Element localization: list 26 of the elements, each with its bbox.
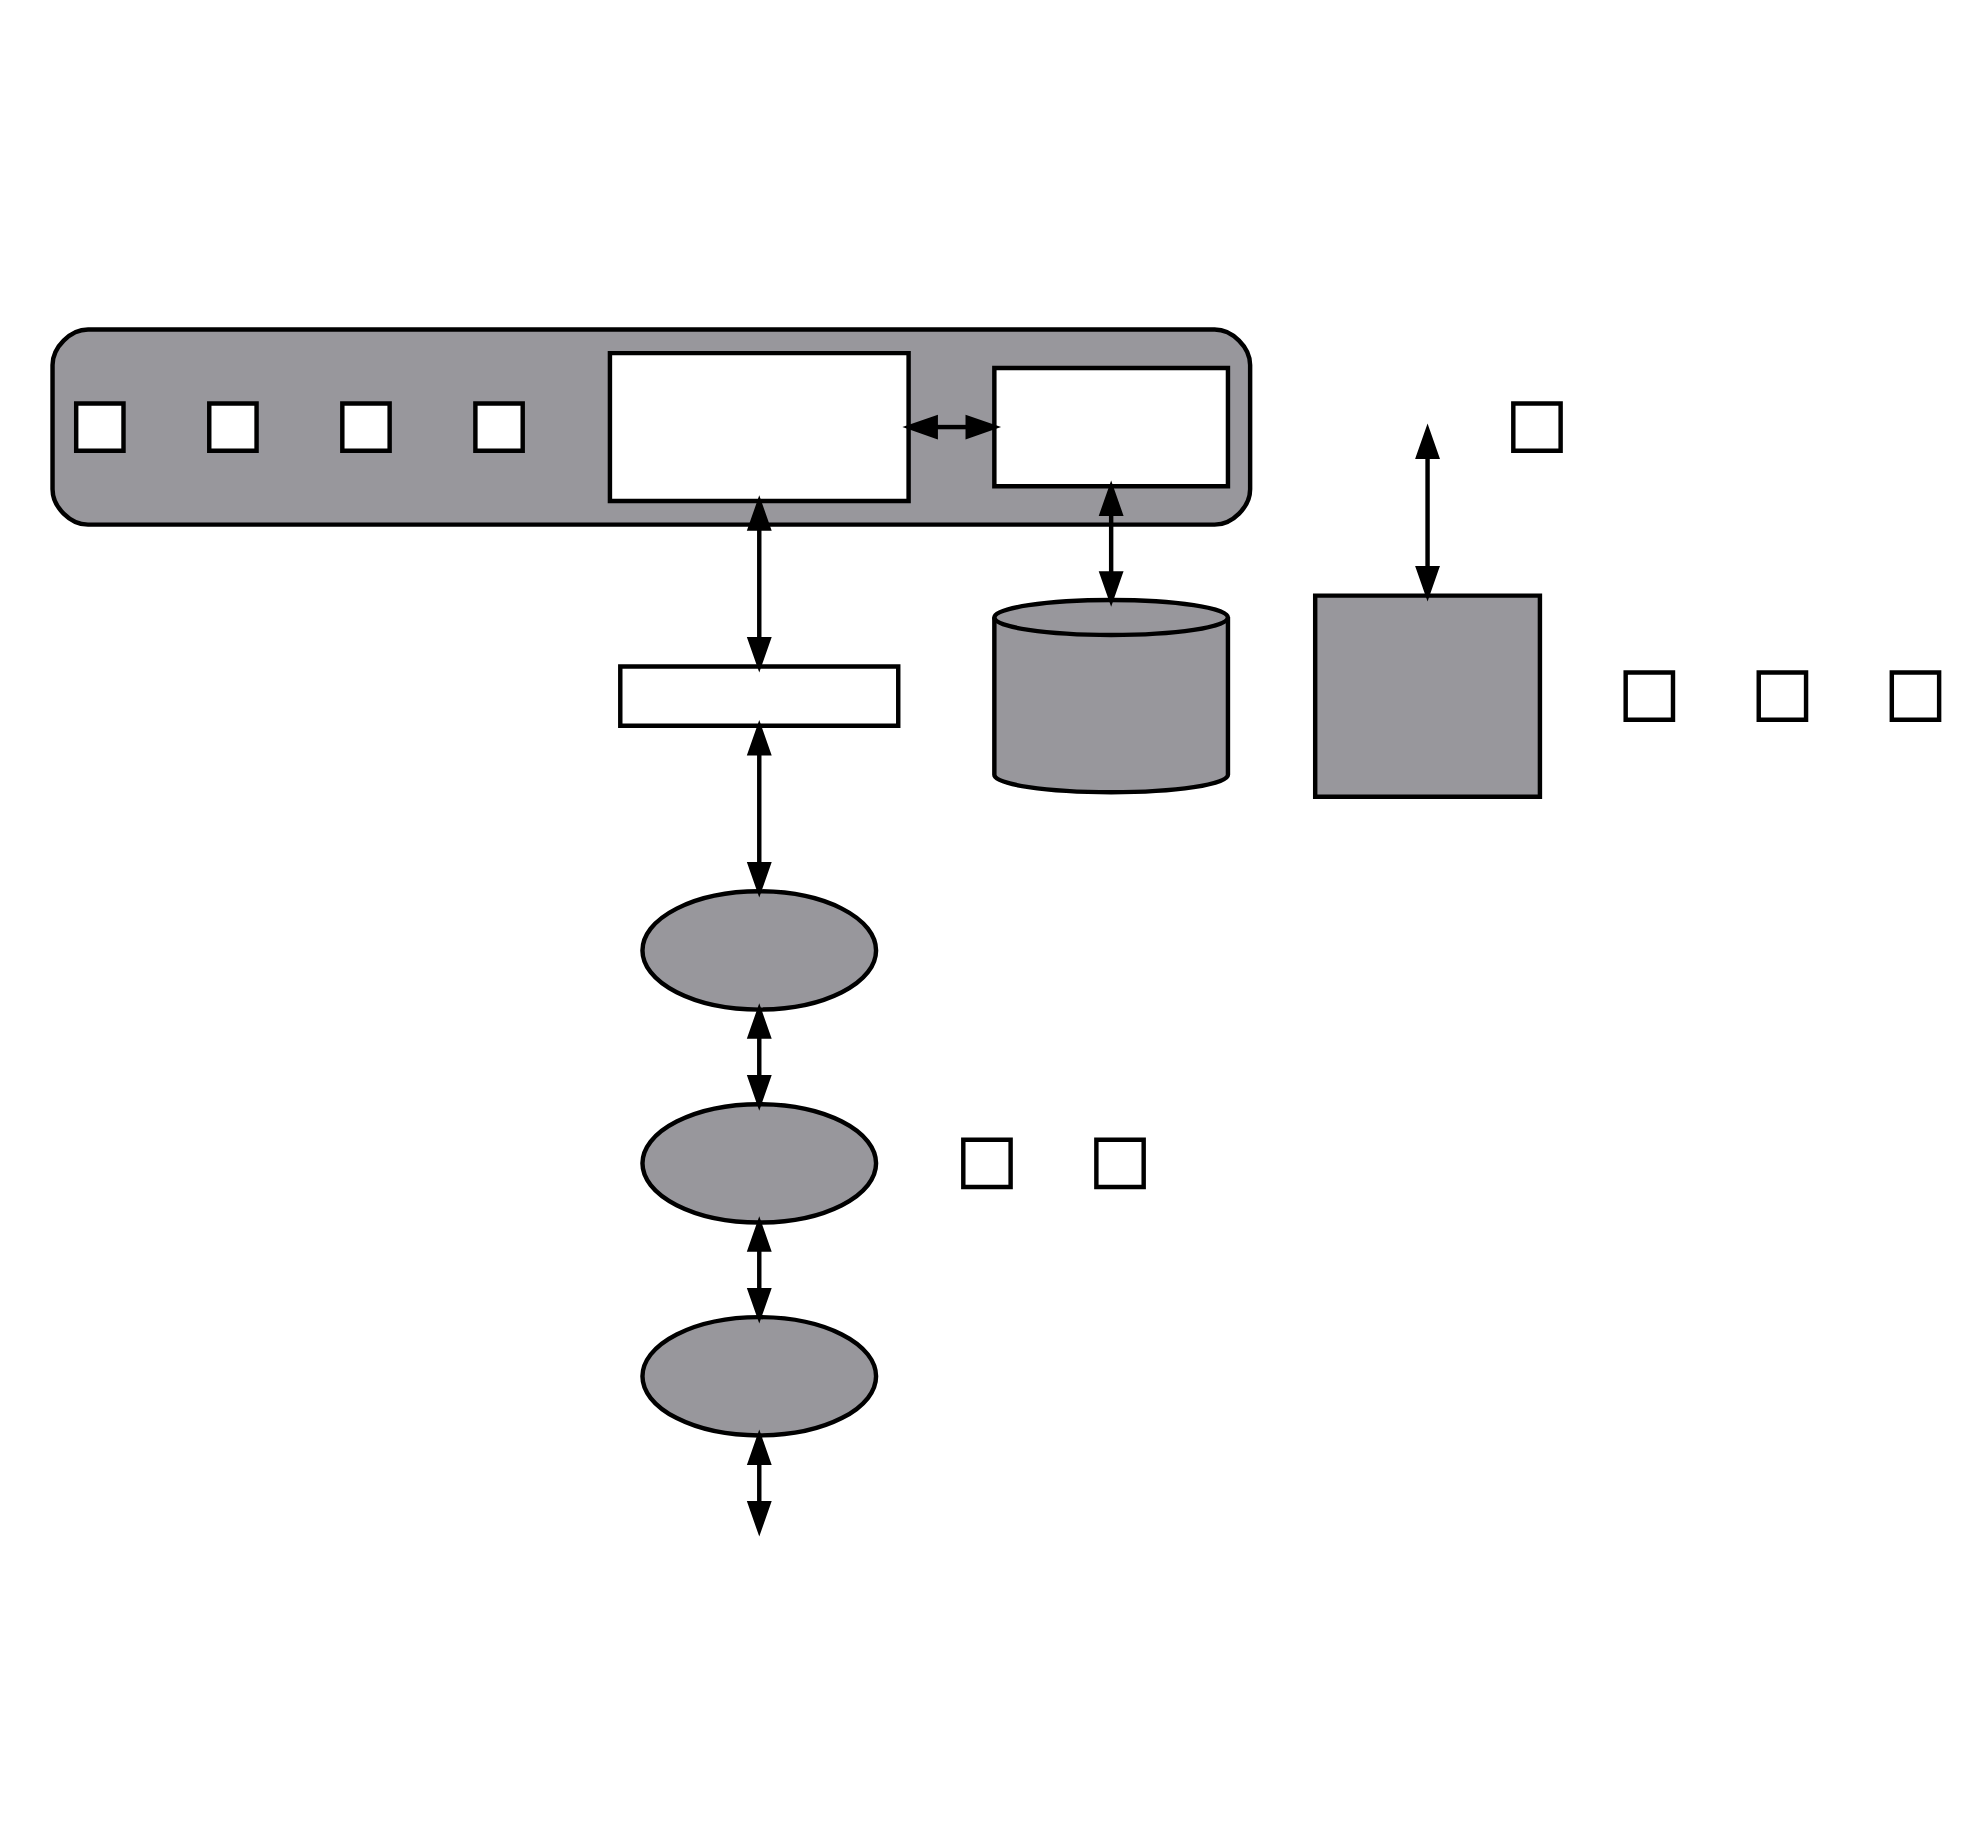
arrow	[1098, 480, 1124, 607]
node-box	[1094, 1137, 1146, 1190]
arrow	[746, 1429, 772, 1537]
arrow	[746, 495, 772, 673]
arrow	[1415, 423, 1440, 602]
node-box	[1511, 401, 1563, 453]
arrow	[746, 719, 772, 898]
node-ellipse	[640, 1102, 879, 1225]
node-box	[207, 401, 259, 453]
node-box	[340, 401, 392, 453]
node-ellipse	[640, 1314, 879, 1438]
node-box	[473, 401, 525, 453]
node-box	[1623, 670, 1676, 723]
node-box	[1889, 670, 1942, 723]
node-box	[1312, 593, 1543, 799]
cluster	[50, 327, 1253, 527]
node-box	[992, 365, 1231, 489]
node-box	[961, 1137, 1013, 1190]
arrow	[746, 1003, 772, 1111]
node-box	[618, 664, 901, 728]
arrow	[902, 414, 1002, 440]
arrow	[746, 1216, 772, 1324]
node-box	[1756, 670, 1809, 723]
node-box	[73, 401, 126, 453]
node-box	[607, 350, 911, 504]
node-ellipse	[640, 889, 879, 1012]
